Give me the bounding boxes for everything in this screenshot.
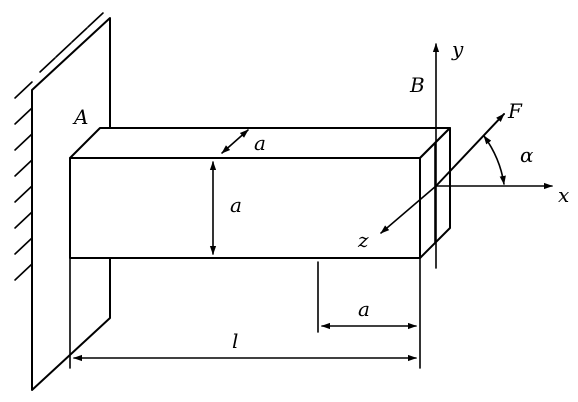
force-label: F <box>507 99 523 123</box>
applied-force: F α <box>435 99 534 187</box>
x-axis-label: x <box>558 183 569 207</box>
beam <box>69 127 451 259</box>
coordinate-axes: y x z <box>357 37 569 269</box>
bottom-dimensions: a l <box>69 257 421 369</box>
force-line <box>435 113 505 187</box>
z-axis <box>380 185 437 234</box>
height-label: a <box>230 193 242 217</box>
y-axis-label: y <box>451 37 464 61</box>
offset-label: a <box>358 297 370 321</box>
depth-dimension-arrow <box>221 129 249 154</box>
point-a-label: A <box>72 105 88 129</box>
angle-label: α <box>520 143 534 167</box>
angle-arc <box>483 135 506 185</box>
length-label: l <box>232 329 238 353</box>
z-axis-label: z <box>357 228 369 252</box>
point-b-label: B <box>409 73 425 97</box>
wall-hatching <box>14 12 104 281</box>
depth-label: a <box>254 131 266 155</box>
